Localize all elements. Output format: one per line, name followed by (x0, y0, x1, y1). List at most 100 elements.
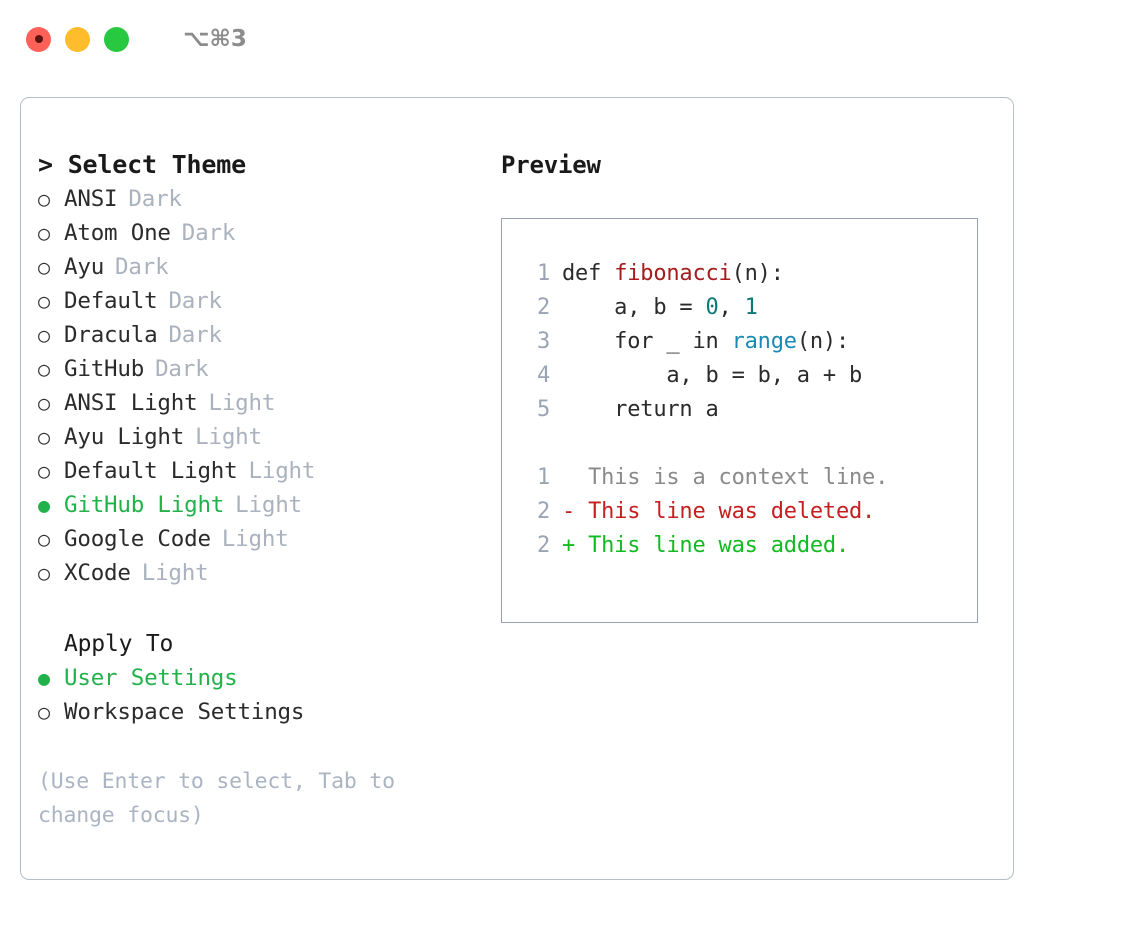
radio-unselected-icon[interactable]: ○ (38, 357, 50, 381)
theme-item-atom-one[interactable]: ○ Atom One Dark (38, 216, 501, 250)
code-token: fibonacci (614, 261, 732, 286)
keyboard-shortcut-label: ⌥⌘3 (183, 26, 247, 52)
preview-heading: Preview (501, 151, 601, 179)
apply-to-options[interactable]: ● User Settings ○ Workspace Settings (38, 661, 501, 729)
radio-unselected-icon[interactable]: ○ (38, 700, 50, 724)
theme-item-label: Ayu Light (64, 424, 185, 450)
diff-sample: 1 This is a context line.2- This line wa… (520, 461, 977, 563)
radio-unselected-icon[interactable]: ○ (38, 255, 50, 279)
theme-item-label: ANSI (64, 186, 118, 212)
window-controls (26, 26, 129, 52)
code-token: (n): (796, 329, 850, 354)
theme-item-label: Google Code (64, 526, 211, 552)
code-token: range (731, 329, 797, 354)
apply-to-option-user-settings[interactable]: ● User Settings (38, 661, 501, 695)
line-number: 3 (536, 329, 550, 354)
maximize-button[interactable] (104, 26, 129, 52)
radio-unselected-icon[interactable]: ○ (38, 459, 50, 483)
radio-unselected-icon[interactable]: ○ (38, 561, 50, 585)
theme-item-label: XCode (64, 560, 131, 586)
diff-line-del: 2- This line was deleted. (520, 495, 977, 529)
theme-item-google-code[interactable]: ○ Google Code Light (38, 522, 501, 556)
theme-item-label: Atom One (64, 220, 171, 246)
theme-item-category: Light (235, 492, 302, 518)
theme-item-category: Dark (168, 322, 222, 348)
theme-item-ayu-light[interactable]: ○ Ayu Light Light (38, 420, 501, 454)
theme-item-xcode[interactable]: ○ XCode Light (38, 556, 501, 590)
theme-item-label: GitHub Light (64, 492, 225, 518)
line-number: 2 (536, 499, 550, 524)
radio-unselected-icon[interactable]: ○ (38, 527, 50, 551)
line-number: 2 (536, 533, 550, 558)
line-number: 1 (536, 465, 550, 490)
theme-item-category: Light (141, 560, 209, 586)
apply-to-option-label: Workspace Settings (64, 699, 305, 725)
diff-sign (562, 461, 588, 495)
theme-item-category: Light (208, 390, 276, 416)
line-number: 4 (536, 363, 550, 388)
code-token: a, b = b, a + b (562, 363, 863, 388)
radio-unselected-icon[interactable]: ○ (38, 391, 50, 415)
radio-unselected-icon[interactable]: ○ (38, 289, 50, 313)
radio-unselected-icon[interactable]: ○ (38, 221, 50, 245)
diff-line-add: 2 + This line was added. (520, 529, 977, 563)
line-number: 5 (536, 397, 550, 422)
radio-selected-icon[interactable]: ● (38, 493, 50, 517)
diff-line-ctx: 1 This is a context line. (520, 461, 977, 495)
apply-to-option-label: User Settings (64, 665, 238, 691)
close-button[interactable] (26, 26, 51, 52)
theme-item-category: Light (221, 526, 289, 552)
diff-text: This line was deleted. (588, 499, 876, 524)
diff-text: This line was added. (588, 533, 849, 558)
title-bar: ⌥⌘3 (0, 0, 1140, 78)
minimize-button[interactable] (65, 26, 90, 52)
code-token: 0 (705, 295, 719, 320)
radio-selected-icon[interactable]: ● (38, 666, 50, 690)
theme-item-ayu[interactable]: ○ Ayu Dark (38, 250, 501, 284)
code-line: 3 for _ in range(n): (520, 325, 977, 359)
code-line: 4 a, b = b, a + b (520, 359, 977, 393)
code-token: return a (562, 397, 719, 422)
apply-to-option-workspace-settings[interactable]: ○ Workspace Settings (38, 695, 501, 729)
code-line: 2 a, b = 0, 1 (520, 291, 977, 325)
code-token: (n): (731, 261, 784, 286)
theme-item-category: Dark (155, 356, 209, 382)
radio-unselected-icon[interactable]: ○ (38, 425, 50, 449)
radio-unselected-icon[interactable]: ○ (38, 323, 50, 347)
code-token: a, b = (562, 295, 706, 320)
keyboard-hint: (Use Enter to select, Tab to change focu… (38, 769, 395, 828)
diff-text: This is a context line. (588, 465, 889, 490)
radio-unselected-icon[interactable]: ○ (38, 187, 50, 211)
theme-item-label: Default Light (64, 458, 238, 484)
code-line: 5 return a (520, 393, 977, 427)
theme-item-ansi[interactable]: ○ ANSI Dark (38, 182, 501, 216)
theme-item-category: Dark (128, 186, 182, 212)
theme-item-ansi-light[interactable]: ○ ANSI Light Light (38, 386, 501, 420)
code-token: def (562, 261, 615, 286)
diff-sign: + (562, 533, 589, 558)
theme-item-default-light[interactable]: ○ Default Light Light (38, 454, 501, 488)
theme-item-github-light[interactable]: ● GitHub Light Light (38, 488, 501, 522)
theme-item-category: Dark (181, 220, 236, 246)
theme-item-category: Light (248, 458, 316, 484)
theme-item-dracula[interactable]: ○ Dracula Dark (38, 318, 501, 352)
code-token: for _ in (562, 329, 732, 354)
code-diff-spacer (520, 427, 977, 461)
apply-to-heading: Apply To (64, 631, 174, 657)
theme-item-label: GitHub (64, 356, 145, 382)
theme-item-category: Light (195, 424, 262, 450)
theme-item-label: Dracula (64, 322, 158, 348)
theme-item-github[interactable]: ○ GitHub Dark (38, 352, 501, 386)
code-token: 1 (744, 295, 758, 320)
theme-item-label: ANSI Light (64, 390, 198, 416)
theme-item-category: Dark (115, 254, 169, 280)
theme-item-label: Ayu (64, 254, 105, 280)
line-number: 1 (536, 261, 550, 286)
diff-sign: - (562, 499, 589, 524)
